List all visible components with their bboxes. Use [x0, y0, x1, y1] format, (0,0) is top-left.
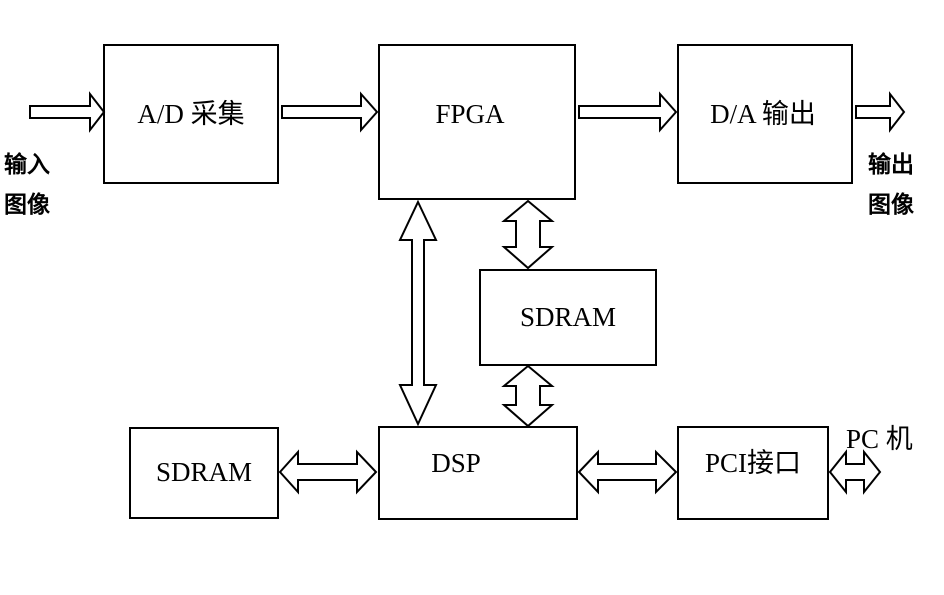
sdram-middle-label: SDRAM [520, 302, 616, 332]
da-block-label: D/A 输出 [710, 99, 816, 129]
sdram-left-label: SDRAM [156, 457, 252, 487]
sdram-left-block: SDRAM [129, 427, 279, 519]
dsp-pci-bus-arrow [577, 449, 678, 495]
sdram-left-dsp-bus-arrow [278, 449, 378, 495]
output-image-label-line2: 图像 [868, 191, 915, 218]
pci-block: PCI接口 [677, 426, 829, 520]
input-arrow [29, 91, 106, 133]
fpga-block-label: FPGA [435, 99, 505, 129]
sdram-dsp-bus-arrow [501, 364, 555, 428]
output-arrow [855, 91, 906, 133]
input-image-label-line1: 输入 [4, 151, 50, 178]
input-image-label-line2: 图像 [4, 191, 51, 218]
da-block: D/A 输出 [677, 44, 853, 184]
ad-block: A/D 采集 [103, 44, 279, 184]
fpga-to-da-arrow [578, 91, 678, 133]
fpga-dsp-bus-arrow [398, 199, 438, 427]
pci-pc-bus-arrow [828, 449, 882, 495]
fpga-sdram-bus-arrow [501, 199, 555, 270]
ad-block-label: A/D 采集 [137, 99, 244, 129]
ad-to-fpga-arrow [281, 91, 379, 133]
sdram-middle-block: SDRAM [479, 269, 657, 366]
dsp-block-label: DSP [431, 448, 481, 478]
pci-block-label: PCI接口 [705, 448, 801, 478]
output-image-label-line1: 输出 [868, 151, 914, 178]
pc-label: PC 机 [846, 424, 913, 454]
fpga-block: FPGA [378, 44, 576, 200]
dsp-block: DSP [378, 426, 578, 520]
